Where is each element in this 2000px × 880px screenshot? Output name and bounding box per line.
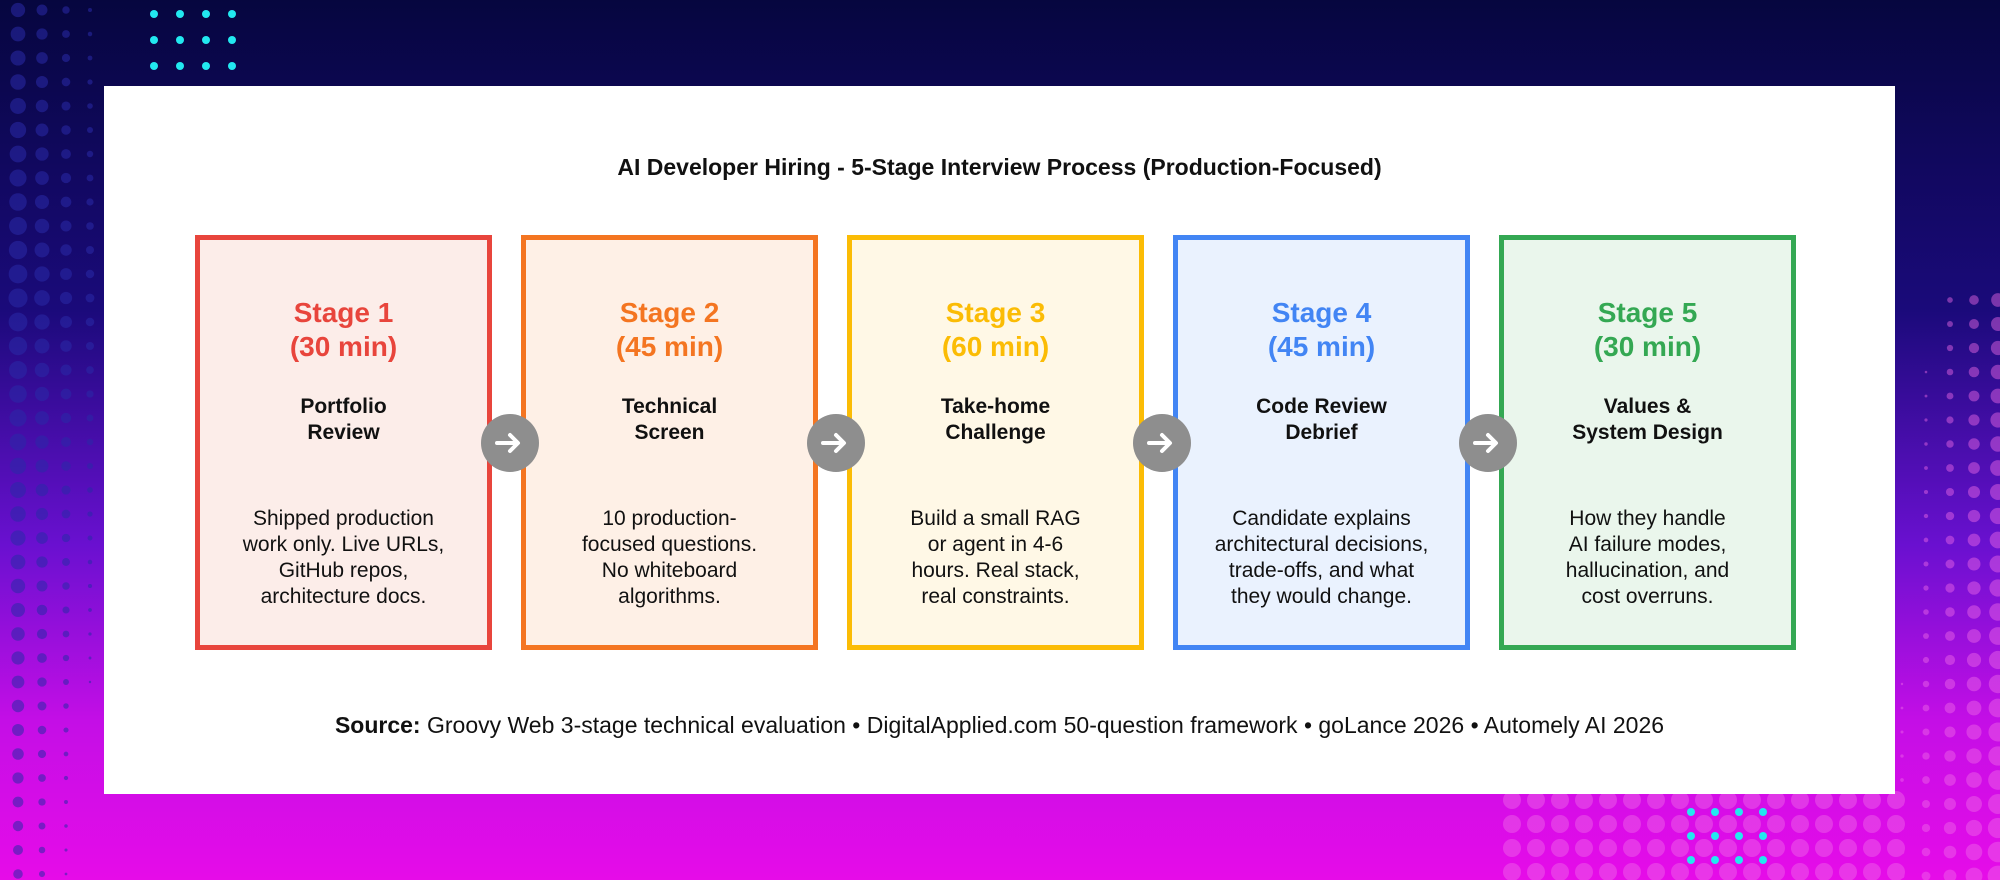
stage-2-desc-line-2: focused questions. (581, 533, 758, 556)
stage-1-desc-line-1: Shipped production (253, 507, 434, 530)
stage-4-desc-line-2: architectural decisions, (1214, 533, 1429, 556)
stage-3-label: Stage 3 (945, 297, 1046, 328)
stage-5-desc-line-1: How they handle (1569, 507, 1726, 530)
stage-2-heading: Stage 2 (45 min) (526, 296, 813, 364)
stage-5-box: Stage 5 (30 min) Values & System Design … (1499, 235, 1796, 650)
diagram-title: AI Developer Hiring - 5-Stage Interview … (617, 154, 1382, 180)
stage-1-duration: (30 min) (289, 331, 398, 362)
stage-4-name: Code Review Debrief (1178, 394, 1465, 446)
stage-4-box: Stage 4 (45 min) Code Review Debrief Can… (1173, 235, 1470, 650)
stage-2-label: Stage 2 (619, 297, 720, 328)
stage-4-duration: (45 min) (1267, 331, 1376, 362)
stage-1-heading: Stage 1 (30 min) (200, 296, 487, 364)
stage-4-name-line-1: Code Review (1256, 395, 1387, 418)
arrow-right-icon (807, 414, 865, 472)
arrow-right-icon (1459, 414, 1517, 472)
stage-4-desc-line-4: they would change. (1231, 585, 1412, 608)
stage-4-desc-line-3: trade-offs, and what (1228, 559, 1415, 582)
stage-3-duration: (60 min) (941, 331, 1050, 362)
source-text: Groovy Web 3-stage technical evaluation … (426, 712, 1665, 738)
stage-1-desc-line-3: GitHub repos, (278, 559, 409, 582)
stage-2-desc-line-4: algorithms. (618, 585, 721, 608)
stage-3-desc-line-2: or agent in 4-6 (927, 533, 1064, 556)
stage-3-box: Stage 3 (60 min) Take-home Challenge Bui… (847, 235, 1144, 650)
stage-3-description: Build a small RAG or agent in 4-6 hours.… (852, 506, 1139, 610)
stage-1-name: Portfolio Review (200, 394, 487, 446)
stage-1-label: Stage 1 (293, 297, 394, 328)
stage-4-desc-line-1: Candidate explains (1232, 507, 1411, 530)
stage-5-name: Values & System Design (1504, 394, 1791, 446)
stage-5-desc-line-4: cost overruns. (1581, 585, 1714, 608)
source-label: Source: (334, 712, 421, 738)
infographic-card: AI Developer Hiring - 5-Stage Interview … (104, 86, 1895, 794)
stage-4-description: Candidate explains architectural decisio… (1178, 506, 1465, 610)
arrow-right-icon (481, 414, 539, 472)
stage-2-name-line-2: Screen (634, 421, 705, 444)
stage-1-description: Shipped production work only. Live URLs,… (200, 506, 487, 610)
stage-4-heading: Stage 4 (45 min) (1178, 296, 1465, 364)
stage-4-name-line-2: Debrief (1285, 421, 1358, 444)
stage-1-desc-line-2: work only. Live URLs, (242, 533, 445, 556)
stage-1-desc-line-4: architecture docs. (260, 585, 427, 608)
stage-3-desc-line-3: hours. Real stack, (911, 559, 1080, 582)
arrow-right-icon (1133, 414, 1191, 472)
stage-5-desc-line-3: hallucination, and (1565, 559, 1730, 582)
stage-1-box: Stage 1 (30 min) Portfolio Review Shippe… (195, 235, 492, 650)
stage-3-name-line-2: Challenge (945, 421, 1046, 444)
stage-2-name: Technical Screen (526, 394, 813, 446)
stage-2-description: 10 production- focused questions. No whi… (526, 506, 813, 610)
stage-3-desc-line-4: real constraints. (921, 585, 1070, 608)
stage-2-duration: (45 min) (615, 331, 724, 362)
stage-5-name-line-1: Values & (1603, 395, 1692, 418)
stage-2-desc-line-3: No whiteboard (601, 559, 738, 582)
stage-5-desc-line-2: AI failure modes, (1568, 533, 1727, 556)
stage-3-name: Take-home Challenge (852, 394, 1139, 446)
stage-2-name-line-1: Technical (621, 395, 718, 418)
stage-2-desc-line-1: 10 production- (602, 507, 737, 530)
stage-3-desc-line-1: Build a small RAG (910, 507, 1081, 530)
stage-1-name-line-1: Portfolio (300, 395, 387, 418)
stage-5-label: Stage 5 (1597, 297, 1698, 328)
stage-5-heading: Stage 5 (30 min) (1504, 296, 1791, 364)
stage-5-description: How they handle AI failure modes, halluc… (1504, 506, 1791, 610)
stage-4-label: Stage 4 (1271, 297, 1372, 328)
stage-1-name-line-2: Review (307, 421, 380, 444)
stage-5-duration: (30 min) (1593, 331, 1702, 362)
stage-2-box: Stage 2 (45 min) Technical Screen 10 pro… (521, 235, 818, 650)
stage-3-heading: Stage 3 (60 min) (852, 296, 1139, 364)
stage-5-name-line-2: System Design (1572, 421, 1723, 444)
stage-3-name-line-1: Take-home (940, 395, 1051, 418)
source-citation: Source: Groovy Web 3-stage technical eva… (104, 712, 1895, 739)
